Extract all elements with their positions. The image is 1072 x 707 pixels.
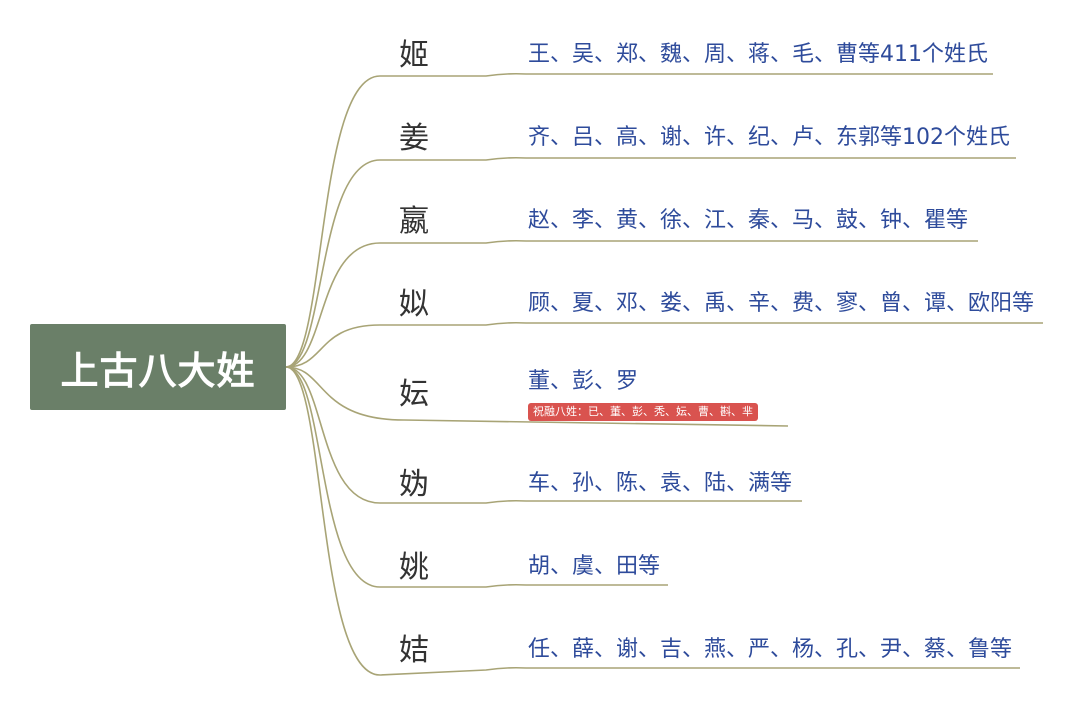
branch-underline [379, 666, 1020, 676]
surname-node: 姞 [399, 633, 429, 668]
branch-underline [380, 239, 978, 244]
surname-node: 妫 [399, 467, 429, 502]
detail-text: 车、孙、陈、袁、陆、满等 [528, 471, 793, 496]
branch-underline [380, 583, 668, 588]
detail-text: 齐、吕、高、谢、许、纪、卢、东郭等102个姓氏 [528, 125, 1010, 150]
surname-node: 姒 [399, 287, 429, 322]
branch-connector [285, 242, 381, 368]
surname-node: 姬 [399, 38, 429, 73]
branch-underline [380, 156, 1016, 161]
branch-connector [285, 366, 381, 504]
detail-text: 顾、夏、邓、娄、禹、辛、费、寥、曾、谭、欧阳等 [528, 291, 1035, 316]
surname-node: 嬴 [399, 204, 429, 239]
branch-connector [285, 324, 381, 368]
detail-text: 胡、虞、田等 [528, 554, 661, 579]
surname-node: 姜 [399, 121, 429, 156]
branch-underline [380, 72, 993, 77]
note-badge: 祝融八姓：已、董、彭、秃、妘、曹、斟、芈 [528, 403, 758, 421]
branch-connector [285, 366, 405, 421]
root-node: 上古八大姓 [30, 324, 286, 410]
branch-underline [380, 321, 1043, 326]
surname-node: 姚 [399, 550, 429, 585]
detail-text: 王、吴、郑、魏、周、蒋、毛、曹等411个姓氏 [528, 42, 988, 67]
branch-connector [285, 366, 381, 588]
branch-connector [285, 75, 381, 368]
branch-underline [403, 419, 789, 427]
surname-node: 妘 [399, 377, 429, 412]
branch-connector [285, 366, 381, 676]
branch-underline [380, 499, 802, 504]
detail-text: 任、薛、谢、吉、燕、严、杨、孔、尹、蔡、鲁等 [528, 637, 1013, 662]
root-label: 上古八大姓 [60, 348, 256, 393]
detail-text: 赵、李、黄、徐、江、秦、马、鼓、钟、瞿等 [528, 208, 969, 233]
detail-text: 董、彭、罗 [528, 369, 639, 394]
branch-connector [285, 159, 381, 368]
